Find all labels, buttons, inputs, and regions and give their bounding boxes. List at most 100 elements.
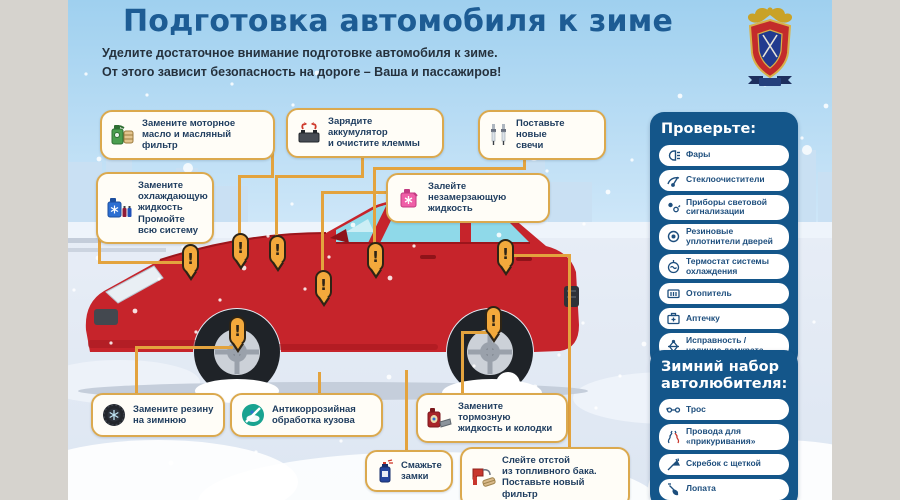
alert-pin: ! [182, 244, 199, 281]
kit-item-scraper-brush: Скребок с щеткой [659, 453, 789, 475]
callout-label: Замените охлаждающую жидкость Промойте в… [138, 180, 208, 236]
check-item-label: Аптечку [686, 312, 720, 323]
heater-icon [665, 286, 681, 301]
alert-pin: ! [269, 235, 286, 272]
callout-label: Поставьте новые свечи [516, 118, 565, 152]
alert-pin: ! [315, 270, 332, 307]
connector-line [318, 372, 321, 394]
connector-line [275, 175, 278, 237]
anti-corrosion-icon [240, 402, 266, 428]
page-title: Подготовка автомобиля к зиме [123, 4, 673, 39]
alert-pin: ! [367, 242, 384, 279]
check-item-label: Фары [686, 149, 711, 160]
winter-kit-panel: Зимний набор автолюбителя: Трос Провода … [650, 350, 798, 500]
callout-winter-tires: Замените резину на зимнюю [91, 393, 225, 437]
check-item-thermostat: Термостат системы охлаждения [659, 253, 789, 280]
check-item-label: Стеклоочистители [686, 174, 765, 185]
check-item-label: Отопитель [686, 287, 732, 298]
scraper-brush-icon [665, 457, 681, 472]
headlight [105, 265, 164, 304]
wiper-icon [665, 173, 681, 188]
first-aid-kit-icon [665, 311, 681, 326]
spark-plugs-icon [488, 123, 510, 147]
callout-coolant: Замените охлаждающую жидкость Промойте в… [96, 172, 214, 245]
callout-brakes: Замените тормозную жидкость и колодки [416, 393, 568, 443]
jumper-cables-icon [665, 430, 681, 445]
door-handle [420, 255, 436, 259]
connector-line [321, 191, 388, 194]
callout-label: Антикоррозийная обработка кузова [272, 403, 356, 426]
check-item-label: Резиновые уплотнители дверей [686, 226, 773, 246]
connector-line [511, 254, 571, 257]
battery-icon [296, 120, 322, 146]
kit-item-label: Провода для «прикуривания» [686, 426, 756, 447]
police-emblem-icon [743, 5, 797, 89]
door-seal-icon [665, 229, 681, 244]
grille [94, 309, 118, 325]
connector-line [271, 152, 274, 178]
check-item-label: Термостат системы охлаждения [686, 255, 769, 276]
kit-item-label: Лопата [686, 483, 716, 494]
check-panel: Проверьте: Фары Стеклоочистители Приборы… [650, 112, 798, 367]
connector-line [135, 346, 138, 394]
callout-label: Замените тормозную жидкость и колодки [458, 401, 553, 435]
connector-line [373, 167, 376, 244]
check-item-headlights: Фары [659, 144, 789, 166]
callout-label: Замените моторное масло и масляный фильт… [142, 118, 236, 152]
callout-label: Залейте незамерзающую жидкость [428, 181, 507, 215]
subtitle: Уделите достаточное внимание подготовке … [102, 44, 501, 83]
connector-line [461, 331, 489, 334]
callout-label: Замените резину на зимнюю [133, 403, 214, 426]
shovel-icon [665, 482, 681, 497]
subtitle-line-2: От этого зависит безопасность на дороге … [102, 65, 502, 80]
lock-spray-icon [375, 458, 395, 484]
connector-line [361, 152, 364, 178]
kit-item-tow-rope: Трос [659, 399, 789, 421]
connector-line [238, 175, 274, 178]
callout-anti-corrosion: Антикоррозийная обработка кузова [230, 393, 383, 437]
callout-spark-plugs: Поставьте новые свечи [478, 110, 606, 160]
alert-pin: ! [232, 233, 249, 270]
check-item-wipers: Стеклоочистители [659, 169, 789, 191]
callout-battery: Зарядите аккумулятор и очистите клеммы [286, 108, 444, 158]
connector-line [238, 175, 241, 235]
kit-item-label: Скребок с щеткой [686, 458, 761, 469]
callout-engine-oil: Замените моторное масло и масляный фильт… [100, 110, 275, 160]
oil-canister-icon [110, 122, 136, 148]
bridge-rail-2 [68, 248, 166, 252]
connector-line [98, 234, 101, 264]
door-handle [516, 257, 532, 261]
callout-label: Смажьте замки [401, 459, 442, 482]
check-item-first-aid-kit: Аптечку [659, 308, 789, 330]
check-panel-title: Проверьте: [661, 121, 757, 137]
headlight-icon [665, 148, 681, 163]
alert-pin: ! [497, 239, 514, 276]
callout-locks: Смажьте замки [365, 450, 453, 492]
callout-washer-fluid: Залейте незамерзающую жидкость [386, 173, 550, 223]
header: Подготовка автомобиля к зиме [68, 2, 728, 39]
callout-label: Зарядите аккумулятор и очистите клеммы [328, 116, 420, 150]
check-item-door-seals: Резиновые уплотнители дверей [659, 224, 789, 250]
coolant-icon [106, 195, 132, 221]
alert-pin: ! [485, 306, 502, 343]
thermostat-icon [665, 259, 681, 274]
check-item-signal-lights: Приборы световой сигнализации [659, 194, 789, 221]
connector-line [135, 346, 233, 349]
check-item-label: Приборы световой сигнализации [686, 196, 768, 217]
connector-line [405, 370, 408, 451]
winter-tire-icon [101, 402, 127, 428]
winter-kit-panel-title: Зимний набор автолюбителя: [661, 359, 788, 392]
callout-label: Слейте отстой из топливного бака. Постав… [502, 455, 597, 500]
fuel-filter-icon [470, 464, 496, 490]
kit-item-label: Трос [686, 403, 706, 414]
connector-line [461, 331, 464, 394]
alert-pin: ! [229, 316, 246, 353]
side-mirror [330, 229, 349, 243]
poster-content: Подготовка автомобиля к зиме Уделите дос… [68, 0, 832, 500]
connector-line [568, 254, 571, 448]
tow-rope-icon [665, 402, 681, 417]
kit-item-shovel: Лопата [659, 478, 789, 500]
subtitle-line-1: Уделите достаточное внимание подготовке … [102, 46, 498, 60]
check-item-heater: Отопитель [659, 283, 789, 305]
